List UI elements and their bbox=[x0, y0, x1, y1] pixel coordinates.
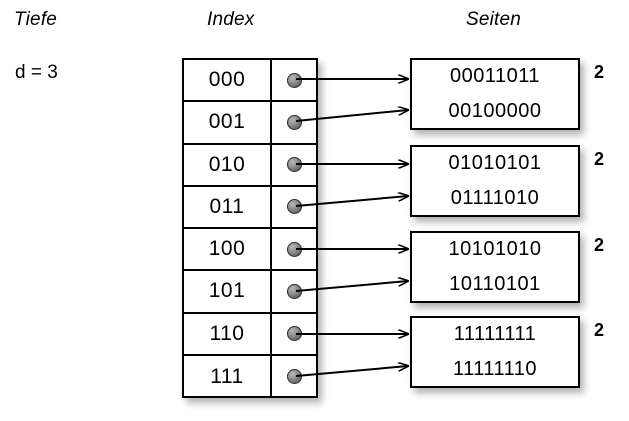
page-local-depth: 2 bbox=[594, 320, 605, 340]
index-pointer-cell[interactable] bbox=[272, 314, 316, 354]
page-record: 01010101 bbox=[448, 152, 542, 174]
bullet-dot-icon bbox=[286, 157, 302, 173]
index-table: 000 001 010 011 100 bbox=[182, 58, 318, 398]
bullet-dot-icon bbox=[286, 326, 302, 342]
page-record: 11111110 bbox=[452, 358, 538, 380]
page-box[interactable]: 00011011 00100000 bbox=[410, 58, 580, 130]
page-record: 01111010 bbox=[450, 187, 540, 209]
table-row[interactable]: 001 bbox=[184, 102, 316, 145]
index-key: 001 bbox=[184, 102, 272, 143]
page-record: 10110101 bbox=[449, 273, 541, 295]
page-local-depth: 2 bbox=[594, 62, 605, 82]
page-record: 00100000 bbox=[448, 100, 542, 122]
global-depth-label: d = 3 bbox=[15, 62, 58, 83]
index-key: 011 bbox=[184, 186, 272, 227]
index-key: 010 bbox=[184, 144, 272, 185]
index-key: 101 bbox=[184, 271, 272, 312]
bullet-dot-icon bbox=[286, 72, 302, 88]
page-box[interactable]: 10101010 10110101 bbox=[410, 231, 580, 303]
bullet-dot-icon bbox=[286, 199, 302, 215]
bullet-dot-icon bbox=[286, 369, 302, 385]
index-pointer-cell[interactable] bbox=[272, 145, 316, 185]
index-pointer-cell[interactable] bbox=[272, 102, 316, 142]
index-pointer-cell[interactable] bbox=[272, 271, 316, 311]
index-key: 111 bbox=[184, 355, 272, 398]
table-row[interactable]: 111 bbox=[184, 355, 316, 398]
page-record: 00011011 bbox=[449, 65, 540, 87]
page-local-depth: 2 bbox=[594, 235, 605, 255]
table-row[interactable]: 010 bbox=[184, 144, 316, 187]
bullet-dot-icon bbox=[286, 114, 302, 130]
bullet-dot-icon bbox=[286, 241, 302, 257]
index-key: 000 bbox=[184, 60, 272, 101]
index-key: 100 bbox=[184, 229, 272, 270]
table-row[interactable]: 000 bbox=[184, 60, 316, 103]
page-local-depth: 2 bbox=[594, 149, 605, 169]
table-row[interactable]: 100 bbox=[184, 229, 316, 272]
index-pointer-cell[interactable] bbox=[272, 187, 316, 227]
page-record: 11111111 bbox=[453, 323, 537, 345]
column-header-depth: Tiefe bbox=[14, 9, 58, 30]
table-row[interactable]: 110 bbox=[184, 313, 316, 356]
index-pointer-cell[interactable] bbox=[272, 60, 316, 100]
index-pointer-cell[interactable] bbox=[272, 356, 316, 398]
column-header-index: Index bbox=[207, 9, 255, 30]
index-pointer-cell[interactable] bbox=[272, 229, 316, 269]
page-record: 10101010 bbox=[448, 238, 542, 260]
page-box[interactable]: 11111111 11111110 bbox=[410, 316, 580, 388]
table-row[interactable]: 011 bbox=[184, 186, 316, 229]
table-row[interactable]: 101 bbox=[184, 271, 316, 314]
page-box[interactable]: 01010101 01111010 bbox=[410, 145, 580, 217]
index-key: 110 bbox=[184, 313, 272, 354]
column-header-pages: Seiten bbox=[466, 9, 522, 30]
bullet-dot-icon bbox=[286, 283, 302, 299]
